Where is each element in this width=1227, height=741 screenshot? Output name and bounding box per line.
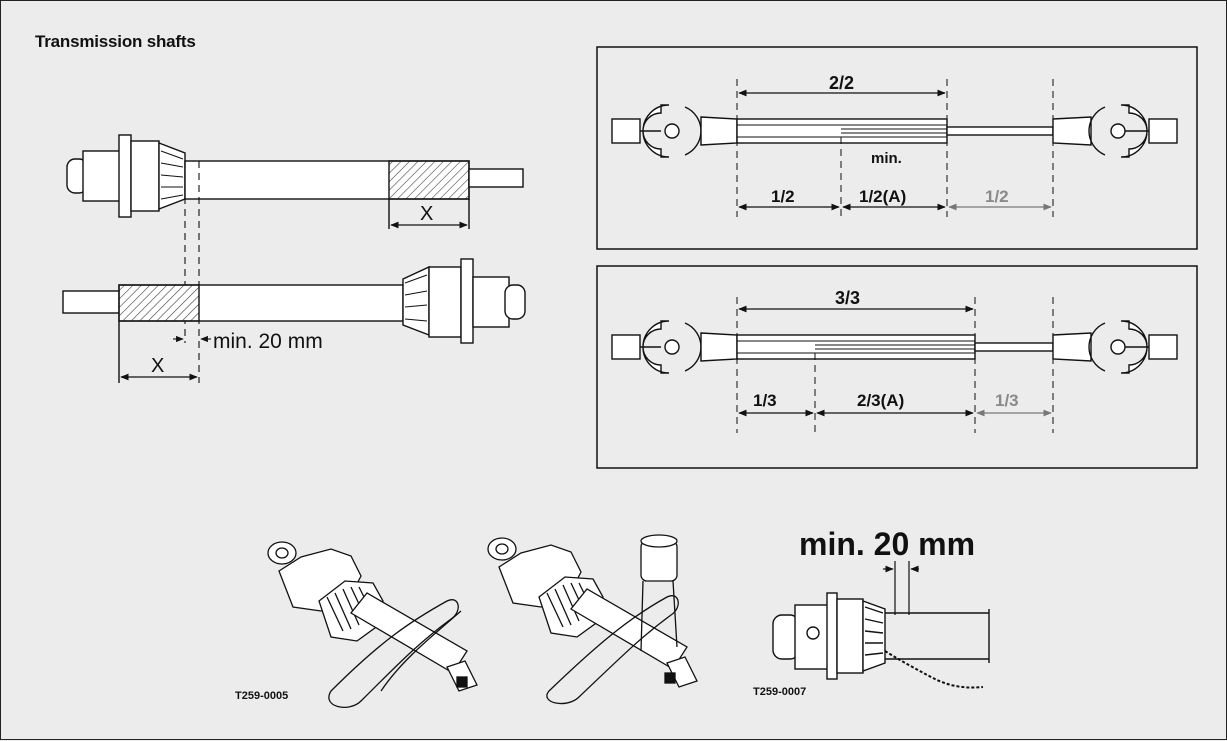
min-note: min. xyxy=(871,150,902,167)
dim-3-3: 3/3 xyxy=(835,288,860,308)
dim-1-3-right: 1/3 xyxy=(995,391,1019,410)
dim-1-2-right: 1/2 xyxy=(985,187,1009,206)
guard-figure-left xyxy=(267,541,478,708)
x-dimension-top: X xyxy=(420,203,433,225)
dim-1-3-left: 1/3 xyxy=(753,391,777,410)
x-dimension-bottom: X xyxy=(151,355,164,377)
lower-shaft xyxy=(62,258,526,383)
min-distance-label: min. 20 mm xyxy=(213,330,323,353)
dim-1-2-left: 1/2 xyxy=(771,187,795,206)
panel-half-overlap: 2/2 min. 1/2 1/2(A) 1/2 xyxy=(596,46,1198,250)
figure-code-right: T259-0007 xyxy=(753,686,806,698)
panel-third-overlap: 3/3 1/3 2/3(A) 1/3 xyxy=(596,265,1198,469)
upper-shaft xyxy=(66,134,524,229)
dim-2-3-a: 2/3(A) xyxy=(857,391,904,410)
min-distance-figure xyxy=(772,561,990,689)
dim-2-2: 2/2 xyxy=(829,73,854,93)
dim-1-2-a: 1/2(A) xyxy=(859,187,906,206)
guard-figure-middle xyxy=(487,534,698,705)
left-shaft-diagram xyxy=(62,134,526,383)
page-title: Transmission shafts xyxy=(35,32,196,51)
figure-code-left: T259-0005 xyxy=(235,690,288,702)
min-distance-large-label: min. 20 mm xyxy=(799,526,975,562)
